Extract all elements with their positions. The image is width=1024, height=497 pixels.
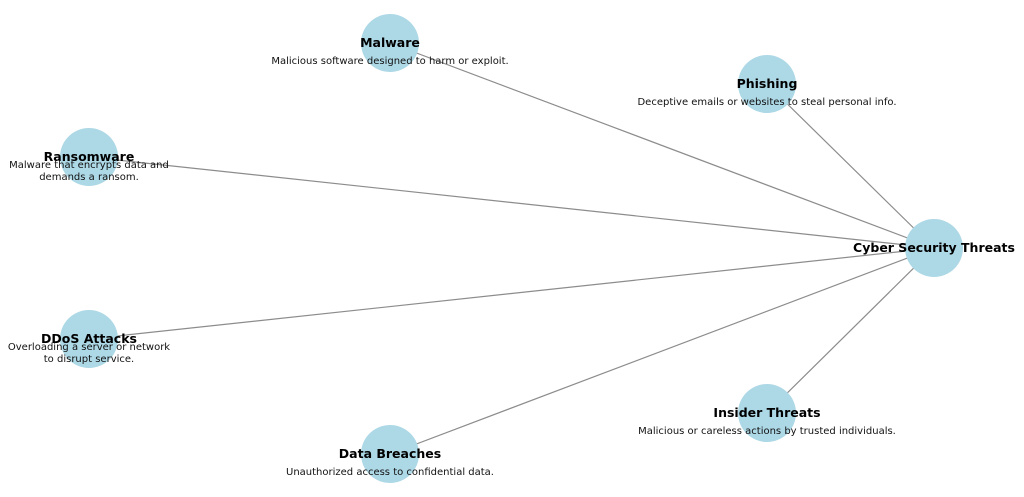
node-title-insider-threats: Insider Threats	[713, 405, 820, 420]
edge-cyber-insider-threats	[766, 247, 935, 414]
node-description-ddos: Overloading a server or network	[8, 342, 170, 353]
edge-cyber-phishing	[766, 83, 935, 249]
node-cyber[interactable]	[905, 219, 963, 277]
node-description-ddos: to disrupt service.	[44, 354, 134, 365]
node-title-data-breaches: Data Breaches	[339, 446, 441, 461]
edges-layer	[88, 42, 935, 455]
node-description-phishing: Deceptive emails or websites to steal pe…	[637, 97, 896, 108]
node-title-malware: Malware	[360, 35, 420, 50]
node-description-malware: Malicious software designed to harm or e…	[271, 56, 508, 67]
node-insider-threats[interactable]	[738, 384, 796, 442]
node-title-cyber: Cyber Security Threats	[853, 240, 1015, 255]
node-description-ransomware: demands a ransom.	[39, 172, 139, 183]
node-title-phishing: Phishing	[737, 76, 798, 91]
nodes-layer	[60, 14, 963, 483]
node-title-ransomware: Ransomware	[44, 149, 135, 164]
node-malware[interactable]	[361, 14, 419, 72]
node-data-breaches[interactable]	[361, 425, 419, 483]
node-ransomware[interactable]	[60, 128, 118, 186]
node-description-insider-threats: Malicious or careless actions by trusted…	[638, 426, 896, 437]
node-description-ransomware: Malware that encrypts data and	[9, 160, 169, 171]
node-phishing[interactable]	[738, 55, 796, 113]
edge-cyber-ddos	[88, 247, 935, 340]
edge-cyber-malware	[389, 42, 935, 249]
node-description-data-breaches: Unauthorized access to confidential data…	[286, 467, 494, 478]
node-title-ddos: DDoS Attacks	[41, 331, 137, 346]
edge-cyber-data-breaches	[389, 247, 935, 455]
node-ddos[interactable]	[60, 310, 118, 368]
edge-cyber-ransomware	[88, 156, 935, 249]
